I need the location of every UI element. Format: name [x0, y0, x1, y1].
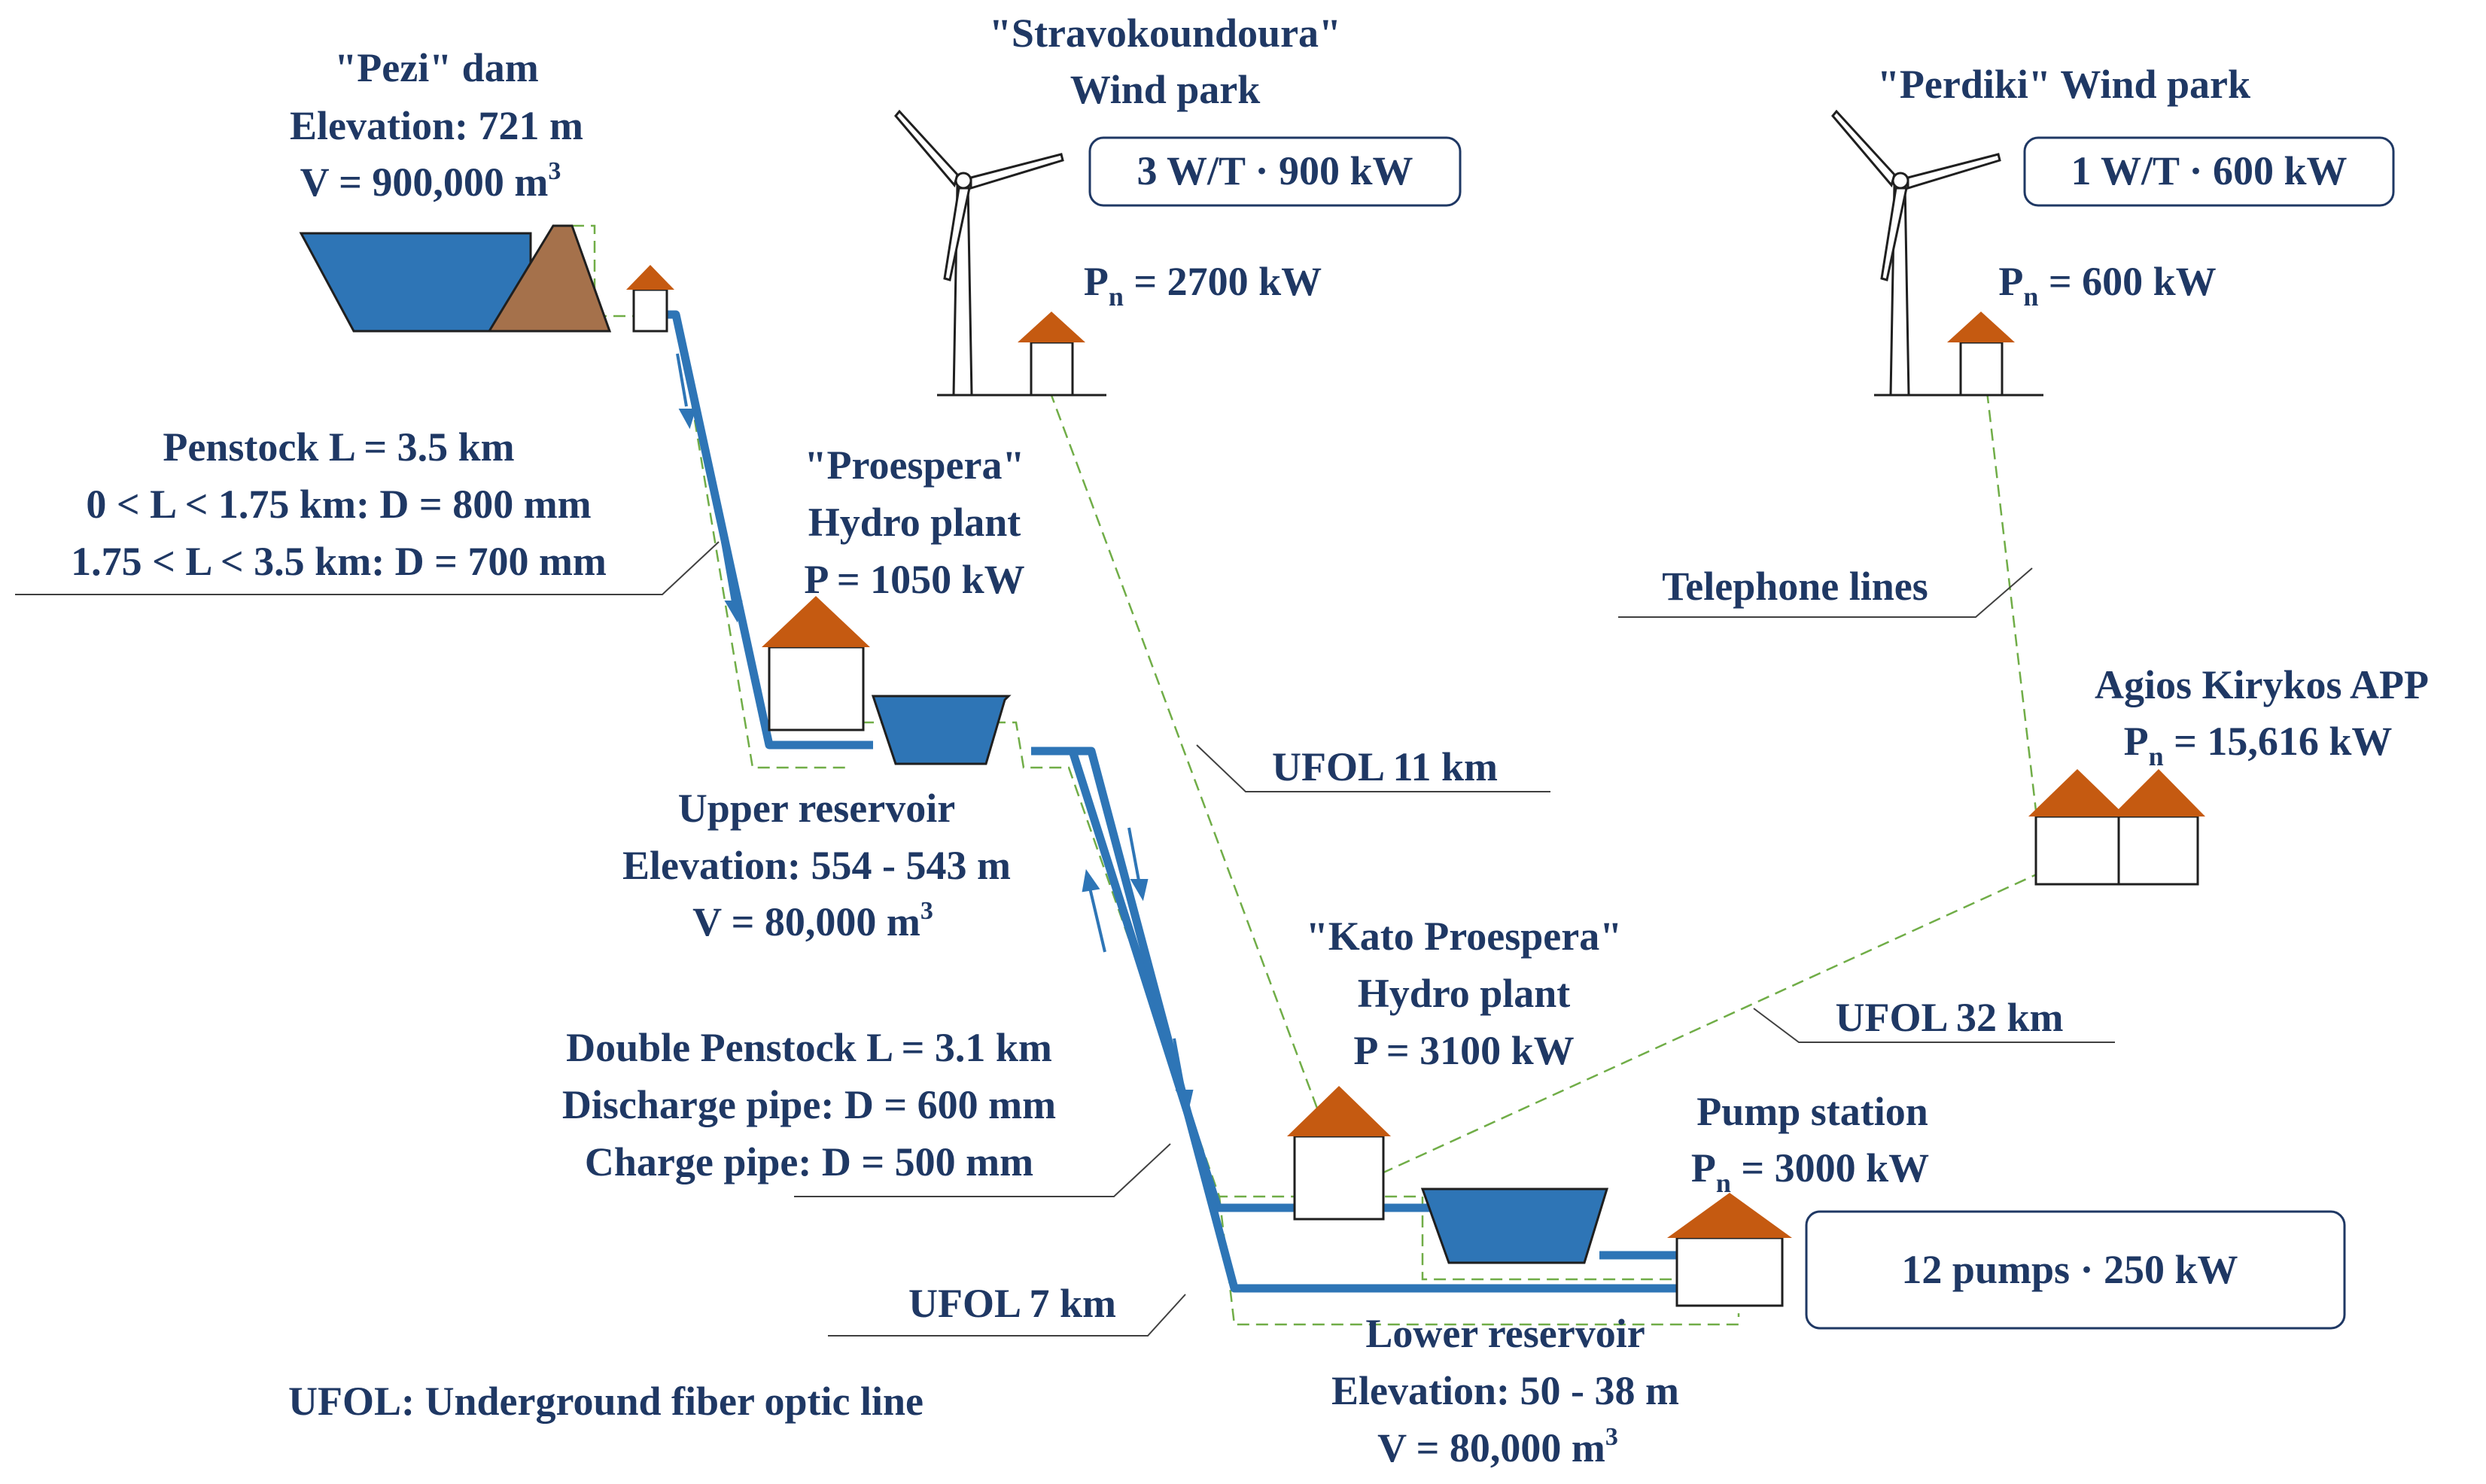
pump-capacity-box [1805, 1210, 2346, 1330]
double-penstock-length: Double Penstock L = 3.1 km [566, 1025, 1052, 1070]
agios-kirykos-power: Pn = 15,616 kW [2124, 719, 2393, 771]
perdiki-house [1947, 312, 2015, 397]
lower-reservoir-elevation: Elevation: 50 - 38 m [1331, 1368, 1679, 1413]
proespera-subtitle: Hydro plant [808, 500, 1021, 545]
upper-reservoir-elevation: Elevation: 554 - 543 m [622, 843, 1011, 888]
upper-reservoir-volume: V = 80,000 m3 [692, 897, 933, 944]
upper-reservoir [871, 695, 1012, 765]
pump-station-house [1667, 1193, 1792, 1307]
lower-reservoir [1420, 1188, 1609, 1264]
pump-capacity: 12 pumps · 250 kW [1901, 1247, 2238, 1292]
leader-ufol32 [1753, 1008, 2115, 1043]
double-penstock-discharge-label: Discharge pipe: D = 600 mm [562, 1082, 1056, 1127]
leader-double-penstock [794, 1143, 1171, 1197]
stravokoundoura-capacity-box [1088, 136, 1462, 207]
perdiki-turbine [1831, 109, 2043, 397]
agios-kirykos-title: Agios Kirykos APP [2095, 662, 2429, 707]
penstock-1-length: Penstock L = 3.5 km [163, 424, 514, 470]
pezi-dam [299, 224, 674, 333]
telephone-line [1985, 391, 2041, 873]
kato-proespera-title: "Kato Proespera" [1306, 914, 1622, 959]
pump-station-power: Pn = 3000 kW [1691, 1145, 1929, 1198]
ufol-11km [1048, 391, 1349, 1190]
penstock-1-diameter-b: 1.75 < L < 3.5 km: D = 700 mm [71, 539, 607, 584]
leader-ufol7 [828, 1294, 1186, 1337]
stravokoundoura-power: Pn = 2700 kW [1084, 259, 1322, 312]
proespera-hydro-plant-house [762, 596, 870, 731]
lower-reservoir-volume: V = 80,000 m3 [1377, 1423, 1618, 1470]
perdiki-capacity-box [2023, 136, 2395, 207]
pezi-volume: V = 900,000 m3 [300, 157, 561, 205]
ufol-11km-label: UFOL 11 km [1272, 744, 1498, 789]
leader-ufol11 [1196, 744, 1550, 792]
ufol-7km-label: UFOL 7 km [908, 1281, 1116, 1326]
ufol-32km-label: UFOL 32 km [1835, 995, 2063, 1040]
stravokoundoura-title: "Stravokoundoura" [989, 11, 1341, 56]
pezi-dam-wall [487, 224, 612, 333]
labels: "Pezi" dam Elevation: 721 m V = 900,000 … [71, 11, 2429, 1470]
stravokoundoura-house [1018, 312, 1085, 397]
pezi-control-house [626, 265, 674, 333]
agios-kirykos-app-house [2028, 769, 2205, 886]
stravokoundoura-capacity: 3 W/T · 900 kW [1137, 148, 1413, 193]
leader-penstock-1 [15, 541, 720, 595]
kato-proespera-subtitle: Hydro plant [1358, 971, 1571, 1016]
stravokoundoura-turbine [894, 109, 1106, 397]
proespera-power: P = 1050 kW [804, 557, 1024, 602]
telephone-lines-label: Telephone lines [1662, 564, 1928, 609]
stravokoundoura-subtitle: Wind park [1070, 67, 1261, 112]
proespera-title: "Proespera" [805, 442, 1025, 488]
kato-proespera-hydro-plant-house [1287, 1086, 1391, 1221]
pezi-reservoir-water [299, 232, 532, 333]
pezi-title: "Pezi" dam [334, 45, 538, 90]
leader-telephone [1618, 567, 2033, 618]
ufol-32km [1346, 871, 2040, 1191]
double-penstock-charge [1050, 747, 1712, 1293]
pump-station-title: Pump station [1696, 1089, 1928, 1134]
perdiki-title: "Perdiki" Wind park [1877, 62, 2250, 107]
perdiki-capacity: 1 W/T · 600 kW [2071, 148, 2347, 193]
lower-reservoir-title: Lower reservoir [1365, 1311, 1645, 1356]
leader-lines [15, 541, 2115, 1337]
kato-proespera-power: P = 3100 kW [1353, 1028, 1574, 1073]
pezi-elevation: Elevation: 721 m [290, 103, 583, 148]
ufol-legend: UFOL: Underground fiber optic line [288, 1379, 924, 1424]
upper-reservoir-title: Upper reservoir [678, 786, 955, 831]
double-penstock-charge-label: Charge pipe: D = 500 mm [585, 1139, 1033, 1184]
penstock-1-diameter-a: 0 < L < 1.75 km: D = 800 mm [86, 482, 591, 527]
flow-arrows [676, 353, 1194, 1112]
perdiki-power: Pn = 600 kW [1998, 259, 2216, 312]
